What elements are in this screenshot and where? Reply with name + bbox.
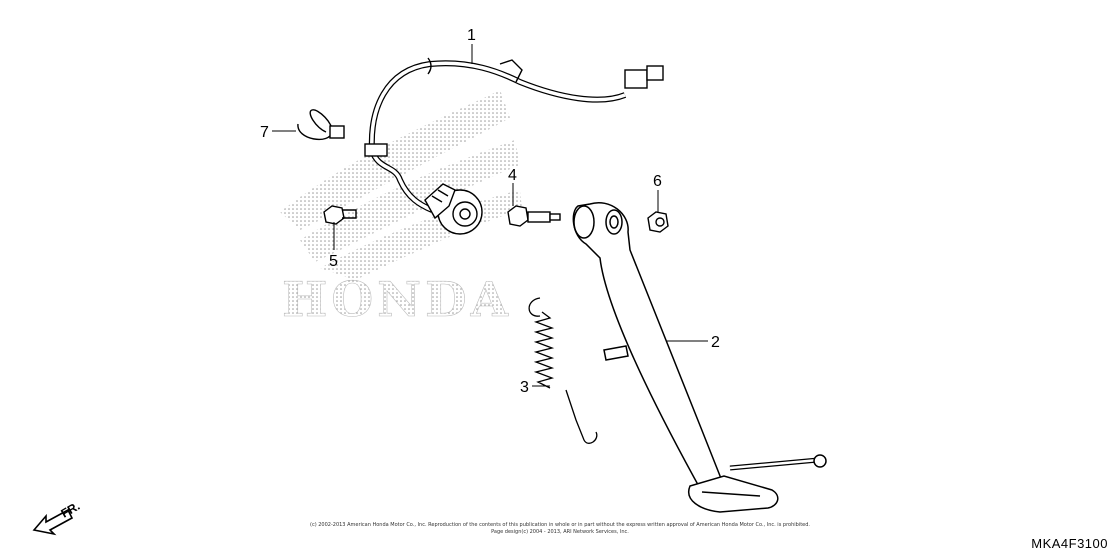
callout-6: 6 — [653, 173, 662, 190]
side-stand — [572, 202, 827, 513]
front-arrow-icon — [32, 508, 74, 536]
callout-5: 5 — [329, 253, 338, 270]
cable-band — [297, 109, 345, 141]
callout-7: 7 — [260, 124, 269, 141]
callout-numbers: 1 2 3 4 5 6 7 — [260, 27, 720, 396]
callout-4: 4 — [508, 167, 517, 184]
copyright-line-1: (c) 2002-2013 American Honda Motor Co., … — [310, 522, 810, 528]
flange-bolt — [323, 205, 357, 225]
leader-lines — [272, 44, 708, 387]
pivot-bolt — [507, 205, 561, 227]
callout-2: 2 — [711, 334, 720, 351]
callout-1: 1 — [467, 27, 476, 44]
copyright-notice: (c) 2002-2013 American Honda Motor Co., … — [300, 522, 820, 536]
side-stand-spring — [528, 297, 598, 444]
front-direction-marker: FR. — [32, 499, 82, 536]
copyright-line-2: Page design(c) 2004 - 2013, ARI Network … — [491, 529, 629, 535]
drawing-code: MKA4F3100 — [1031, 536, 1108, 551]
wire-harness — [364, 57, 664, 235]
callout-3: 3 — [520, 379, 529, 396]
side-stand-switch — [424, 183, 483, 235]
honda-wordmark: HONDA — [282, 272, 512, 328]
lock-nut — [647, 211, 669, 233]
